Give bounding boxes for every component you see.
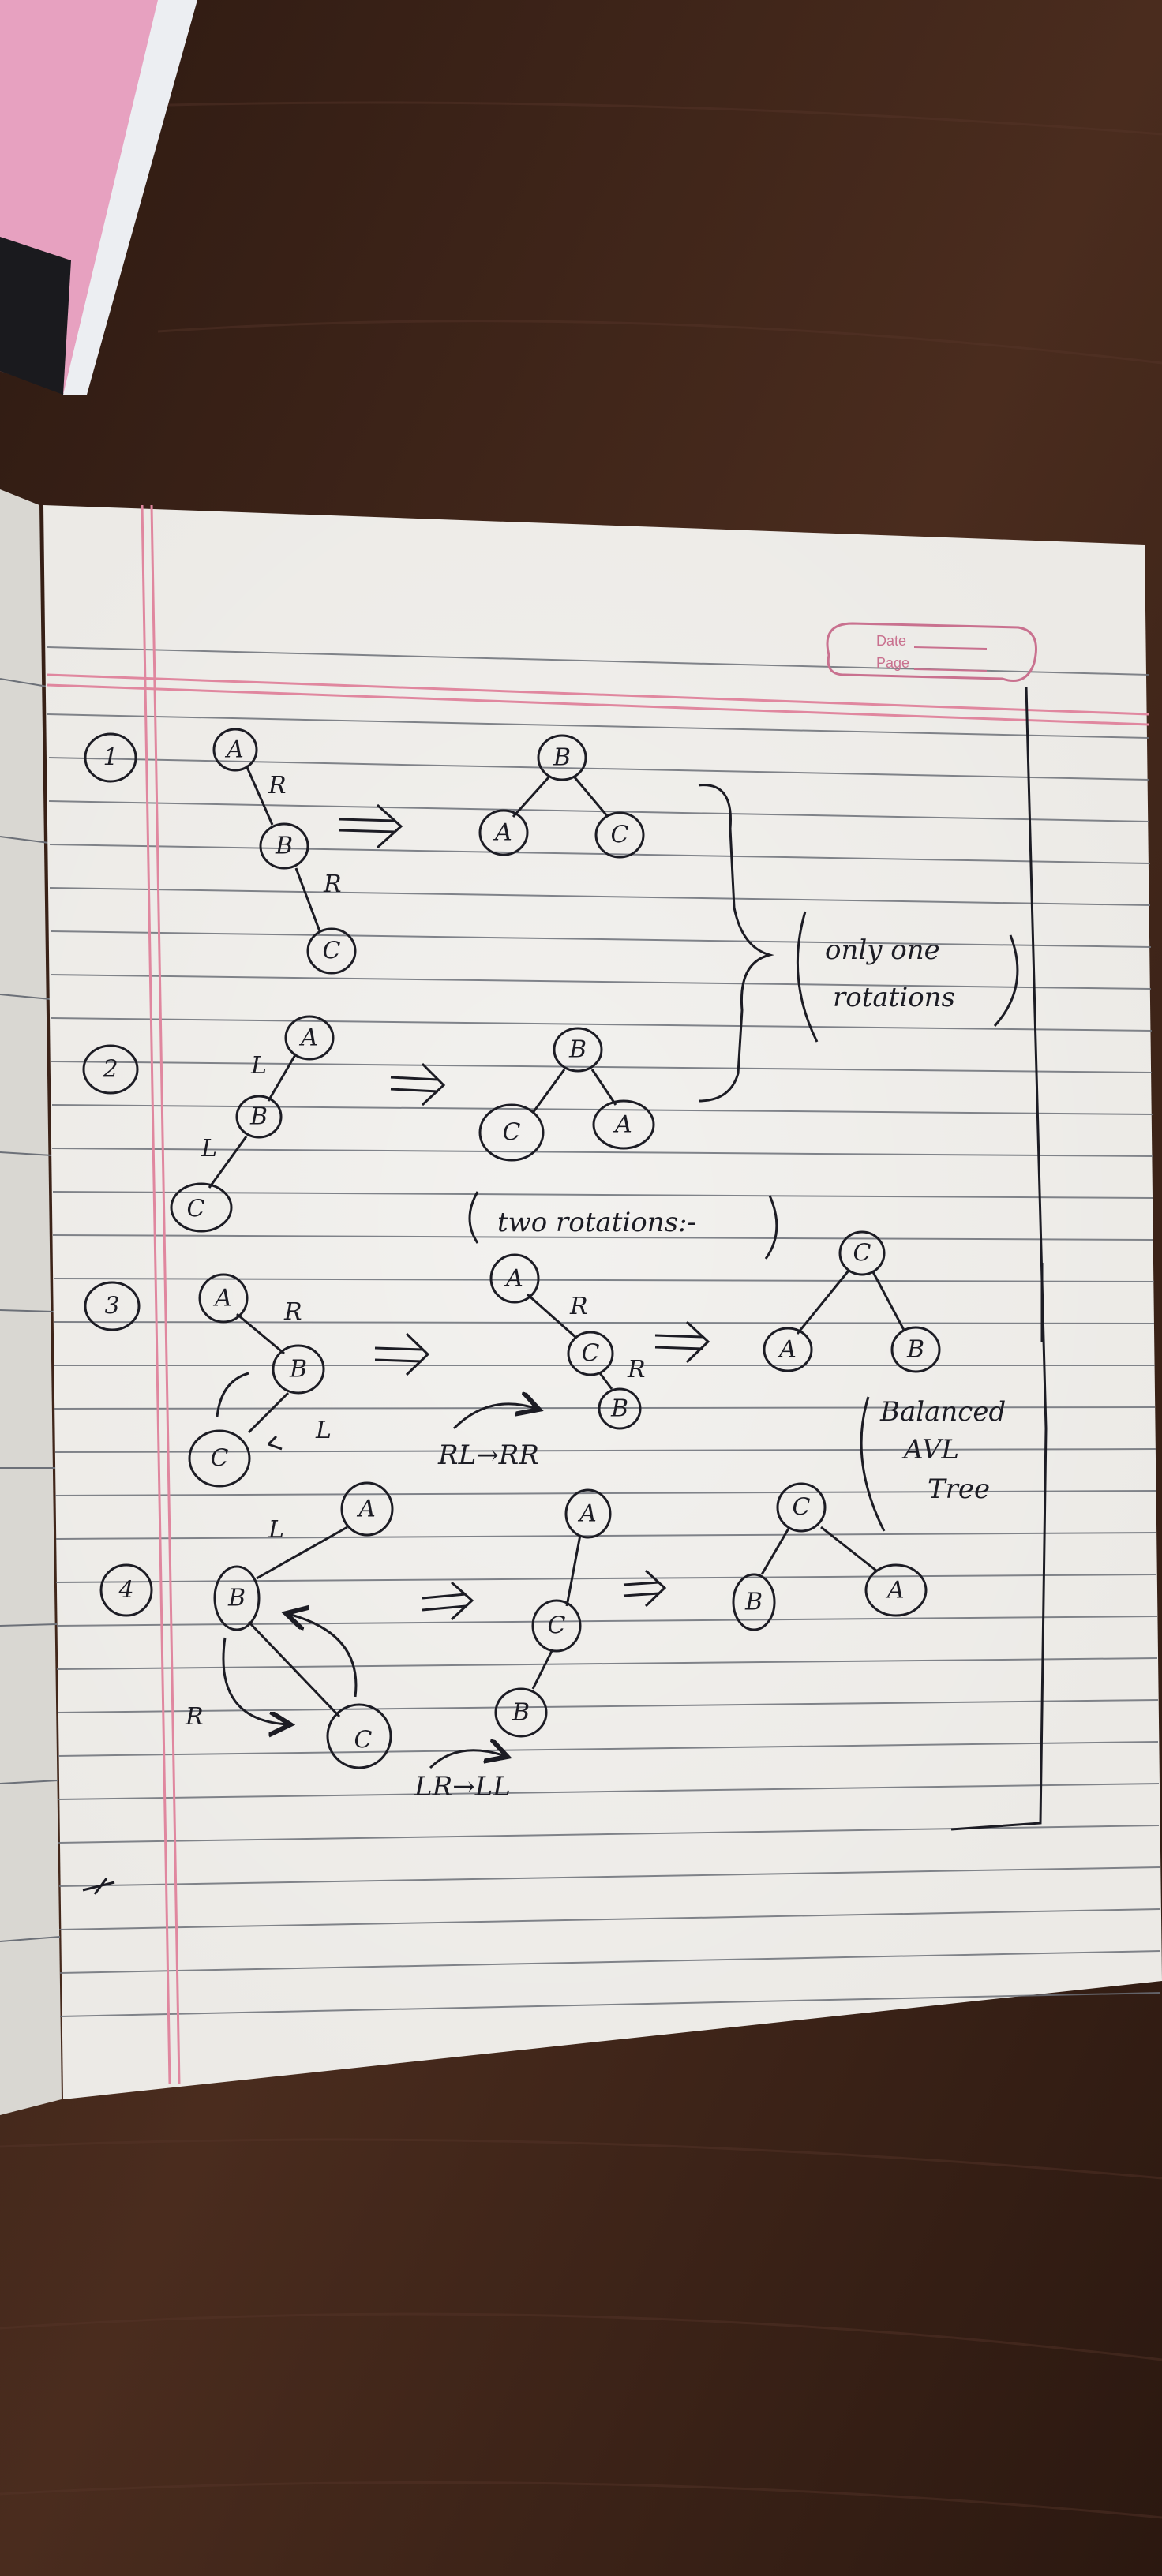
- date-page-header: Date Page: [826, 622, 1037, 682]
- example-1: 1 A B C R R B A C: [84, 728, 645, 975]
- implies-arrow: [422, 1581, 474, 1621]
- implies-arrow: [374, 1332, 430, 1376]
- margin-lines: [47, 504, 1149, 2084]
- page-label: Page: [876, 655, 909, 671]
- before-tree: [212, 728, 357, 975]
- after-tree: [478, 734, 645, 859]
- example-number-circle: [84, 1281, 141, 1331]
- stray-ink-mark: [82, 1878, 115, 1895]
- node: B: [568, 1036, 587, 1064]
- note-text: two rotations:-: [497, 1207, 696, 1238]
- node: C: [323, 938, 341, 965]
- conversion-label: RL→RR: [437, 1440, 539, 1471]
- before-tree: [170, 1015, 335, 1233]
- edge-label: R: [268, 772, 287, 799]
- pink-notebook: [0, 0, 197, 395]
- before-tree: [188, 1273, 325, 1488]
- node: A: [613, 1111, 632, 1139]
- node: C: [853, 1240, 872, 1267]
- node: C: [354, 1727, 373, 1754]
- node: A: [298, 1024, 318, 1052]
- example-number: 2: [102, 1056, 118, 1084]
- brace: [698, 784, 774, 1103]
- node: C: [611, 822, 629, 849]
- edge-label: L: [201, 1135, 217, 1163]
- example-number: 1: [103, 744, 118, 772]
- example-number-circle: [82, 1044, 139, 1095]
- middle-tree: [494, 1488, 612, 1738]
- middle-tree: [489, 1253, 642, 1430]
- node: A: [493, 819, 512, 847]
- note-line: rotations: [833, 982, 955, 1013]
- node: B: [249, 1103, 268, 1131]
- bracket-left: [796, 911, 819, 1043]
- node: B: [610, 1395, 628, 1423]
- node: B: [906, 1336, 924, 1364]
- example-number: 3: [104, 1293, 119, 1320]
- implies-arrow: [339, 803, 403, 849]
- note-line: AVL: [901, 1434, 959, 1466]
- implies-arrow: [623, 1569, 667, 1608]
- node: B: [553, 744, 571, 772]
- before-tree: [213, 1481, 394, 1769]
- example-number-circle: [99, 1563, 153, 1617]
- example-number: 4: [118, 1577, 133, 1604]
- edge-label: R: [283, 1298, 302, 1326]
- date-label: Date: [876, 633, 906, 649]
- after-tree: [763, 1230, 941, 1373]
- conversion-label: LR→LL: [414, 1771, 511, 1803]
- left-page: [0, 489, 62, 2115]
- bracket-right: [993, 934, 1019, 1028]
- note-line: only one: [825, 934, 940, 966]
- node: A: [885, 1577, 905, 1604]
- node: B: [289, 1356, 307, 1383]
- node: B: [744, 1589, 763, 1616]
- node: C: [187, 1196, 205, 1223]
- node: B: [512, 1699, 530, 1727]
- node: A: [577, 1500, 597, 1528]
- edge-label: L: [268, 1516, 284, 1544]
- edge-label: L: [250, 1052, 267, 1080]
- example-number-circle: [84, 732, 137, 783]
- ruled-lines: [47, 646, 1161, 2017]
- implies-arrow: [390, 1062, 446, 1106]
- conversion-arc: [452, 1404, 537, 1430]
- example-2: 2 A B C L L B C A: [82, 1015, 655, 1233]
- double-rotation-note: two rotations:-: [468, 1191, 778, 1260]
- edge-label: R: [627, 1356, 646, 1383]
- note-line: Balanced: [879, 1396, 1006, 1428]
- node: A: [224, 736, 244, 764]
- balanced-avl-note: Balanced AVL Tree: [860, 1396, 1006, 1532]
- single-rotation-note: only one rotations: [698, 784, 1019, 1103]
- node: C: [793, 1494, 811, 1522]
- edge-label: L: [315, 1417, 332, 1444]
- implies-arrow: [654, 1320, 710, 1364]
- after-tree: [478, 1027, 655, 1162]
- conversion-arc: [429, 1750, 505, 1769]
- edge-label: R: [569, 1293, 588, 1320]
- note-line: Tree: [928, 1473, 990, 1505]
- node: C: [211, 1445, 229, 1473]
- node: C: [548, 1612, 566, 1640]
- node: C: [503, 1119, 521, 1147]
- node: A: [212, 1285, 232, 1312]
- node: B: [227, 1585, 246, 1612]
- node: C: [582, 1340, 600, 1368]
- example-4: 4 A B C L R A C B: [99, 1481, 928, 1803]
- after-tree: [732, 1482, 928, 1631]
- notebook-page: [43, 505, 1162, 2099]
- node: B: [275, 833, 293, 860]
- node: A: [504, 1265, 523, 1293]
- node: A: [777, 1336, 797, 1364]
- ink-border: [950, 686, 1048, 1831]
- edge-label: R: [185, 1703, 204, 1731]
- node: A: [356, 1496, 376, 1523]
- edge-label: R: [323, 871, 342, 898]
- example-3: 3 A B C R L A C B R R: [84, 1230, 941, 1488]
